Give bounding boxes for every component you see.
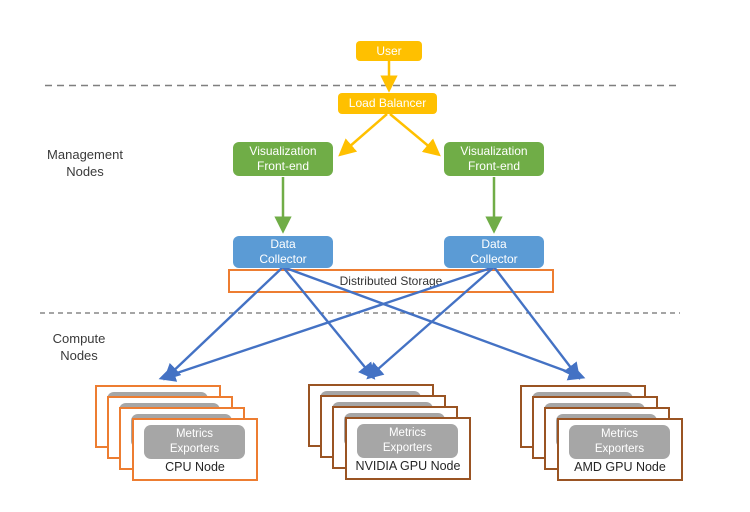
metrics-exporter-box: Metrics Exporters: [569, 425, 670, 459]
arrow-lb-to-vf-right: [389, 113, 441, 157]
distributed-storage-label: Distributed Storage: [339, 274, 443, 288]
arrow-dc-right-to-nvidia: [366, 266, 495, 380]
viz-frontend-left-node: Visualization Front-end: [233, 142, 333, 176]
compute-nodes-label: Compute Nodes: [52, 331, 106, 363]
data-collector-left-node: Data Collector: [233, 236, 333, 268]
data-collector-right-node: Data Collector: [444, 236, 544, 268]
metrics-exporter-box: Metrics Exporters: [144, 425, 245, 459]
arrow-lb-to-vf-left: [338, 113, 388, 157]
management-nodes-label: Management Nodes: [47, 147, 123, 179]
arrow-dc-right-to-cpu: [158, 265, 495, 382]
node-stack-layer-front: Metrics Exporters CPU Node: [132, 418, 258, 481]
arrow-dc-right-to-amd: [493, 266, 581, 380]
amd-gpu-node-label: AMD GPU Node: [574, 460, 666, 474]
cpu-node-label: CPU Node: [165, 460, 225, 474]
load-balancer-node: Load Balancer: [338, 93, 437, 114]
node-stack-layer-front: Metrics Exporters NVIDIA GPU Node: [345, 417, 471, 480]
distributed-storage-node: Distributed Storage: [228, 269, 554, 293]
metrics-exporter-box: Metrics Exporters: [357, 424, 458, 458]
viz-frontend-right-node: Visualization Front-end: [444, 142, 544, 176]
nvidia-gpu-node-label: NVIDIA GPU Node: [355, 459, 461, 473]
arrow-dc-left-to-cpu: [163, 266, 284, 381]
user-node: User: [356, 41, 422, 61]
node-stack-layer-front: Metrics Exporters AMD GPU Node: [557, 418, 683, 481]
